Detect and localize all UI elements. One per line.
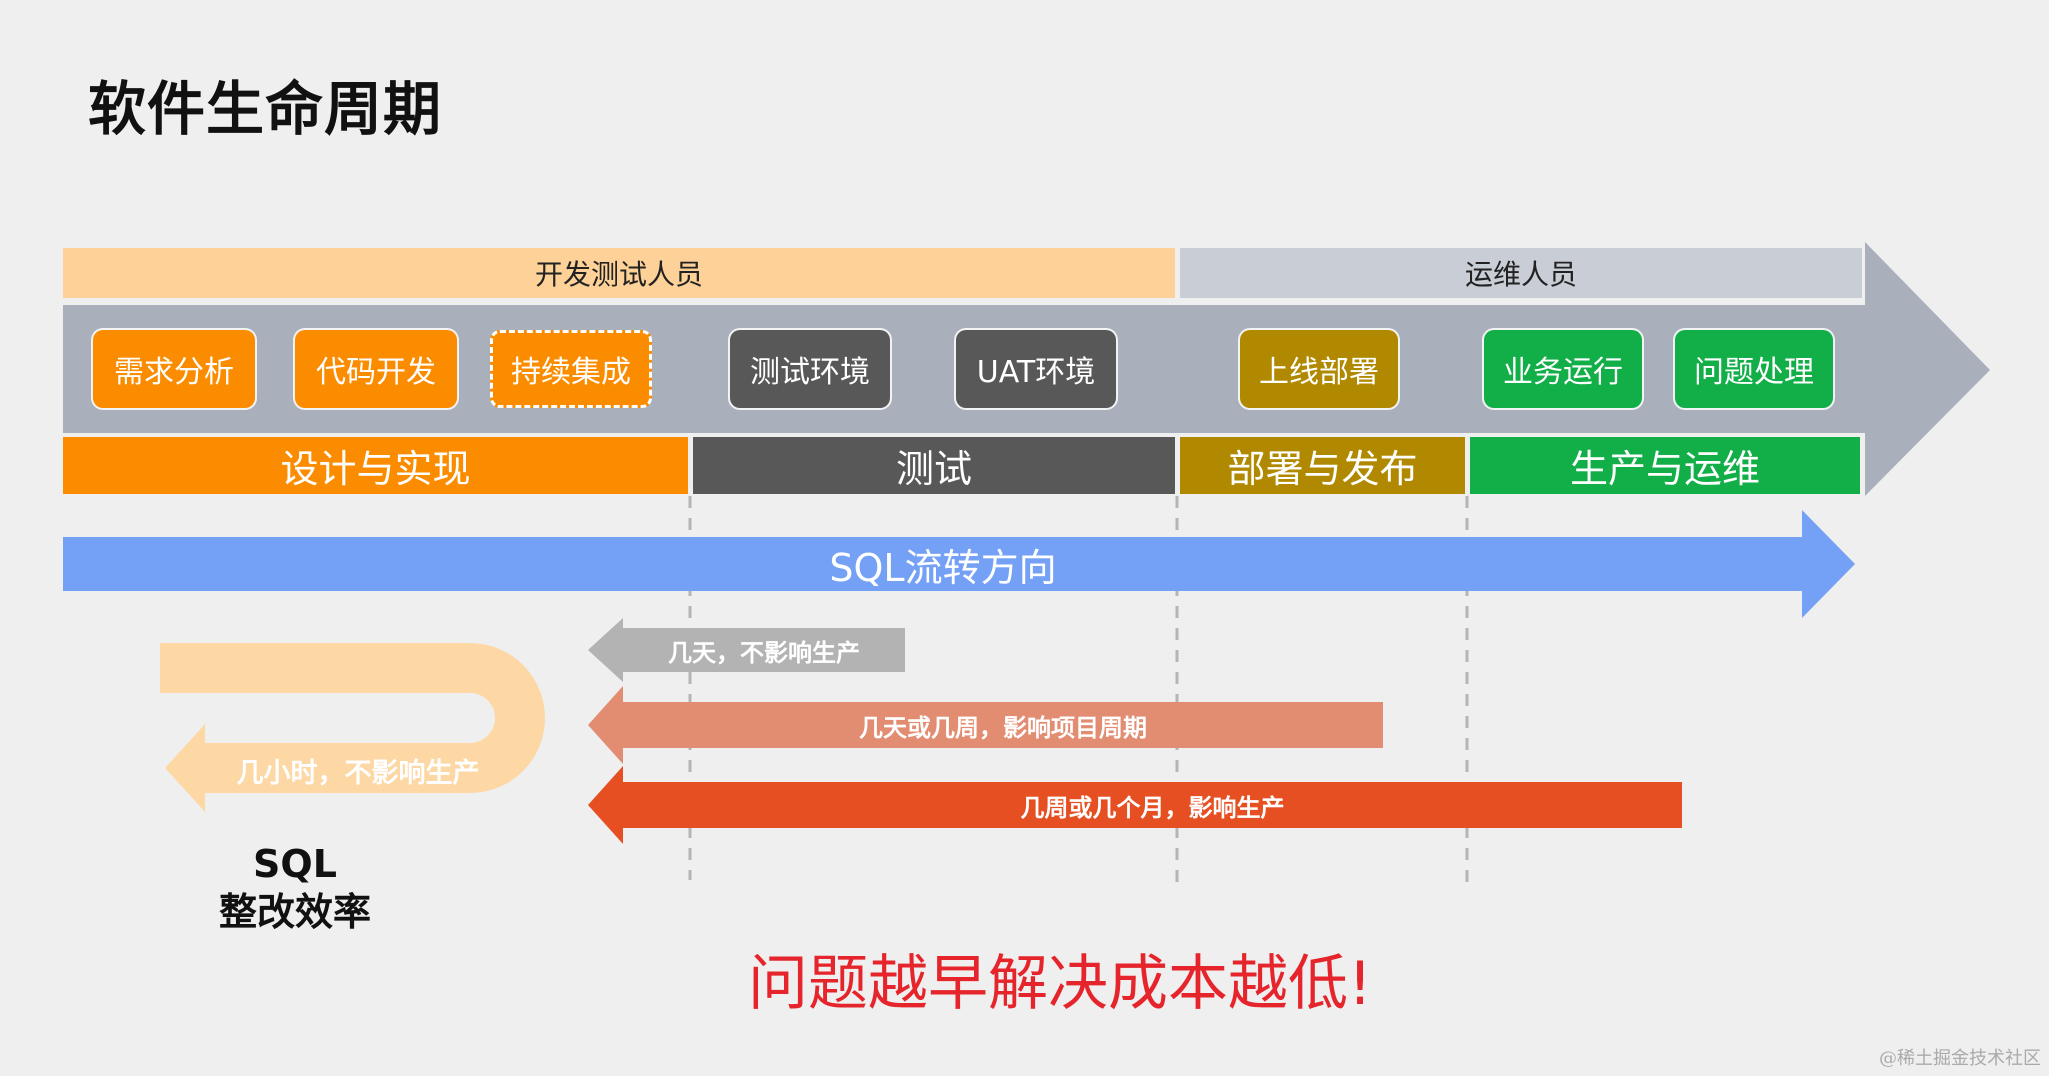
sql-flow-arrow — [63, 510, 1855, 618]
loop-arrow — [160, 643, 545, 812]
feedback-label-months: 几周或几个月，影响生产 — [1020, 793, 1285, 822]
slogan: 问题越早解决成本越低! — [747, 949, 1373, 1019]
page-title: 软件生命周期 — [88, 75, 443, 143]
step-business-run: 业务运行 — [1484, 330, 1642, 408]
step-uat-env: UAT环境 — [956, 330, 1116, 408]
step-issue-handling: 问题处理 — [1675, 330, 1833, 408]
phase-production: 生产与运维 — [1470, 437, 1860, 494]
efficiency-line2: 整改效率 — [218, 890, 371, 934]
watermark: @稀土掘金技术社区 — [1879, 1048, 2041, 1069]
lifecycle-arrow-head — [1865, 242, 1990, 496]
step-deploy: 上线部署 — [1240, 330, 1398, 408]
role-ops-band: 运维人员 — [1180, 248, 1862, 298]
phase-test: 测试 — [693, 437, 1175, 494]
feedback-arrow-months — [588, 766, 1682, 844]
loop-label: 几小时，不影响生产 — [236, 757, 480, 789]
step-development: 代码开发 — [295, 330, 457, 408]
phase-deploy: 部署与发布 — [1180, 437, 1465, 494]
feedback-label-weeks: 几天或几周，影响项目周期 — [859, 713, 1147, 742]
phase-design: 设计与实现 — [63, 437, 688, 494]
role-dev-band: 开发测试人员 — [63, 248, 1175, 298]
sql-efficiency-label: SQL 整改效率 — [200, 840, 390, 936]
step-test-env: 测试环境 — [730, 330, 890, 408]
step-continuous-integration: 持续集成 — [490, 330, 652, 408]
step-requirements: 需求分析 — [93, 330, 255, 408]
efficiency-line1: SQL — [253, 842, 337, 886]
feedback-arrow-days — [588, 618, 905, 682]
feedback-label-days: 几天，不影响生产 — [668, 638, 860, 667]
feedback-arrow-weeks — [588, 686, 1383, 764]
sql-flow-label: SQL流转方向 — [829, 545, 1057, 590]
